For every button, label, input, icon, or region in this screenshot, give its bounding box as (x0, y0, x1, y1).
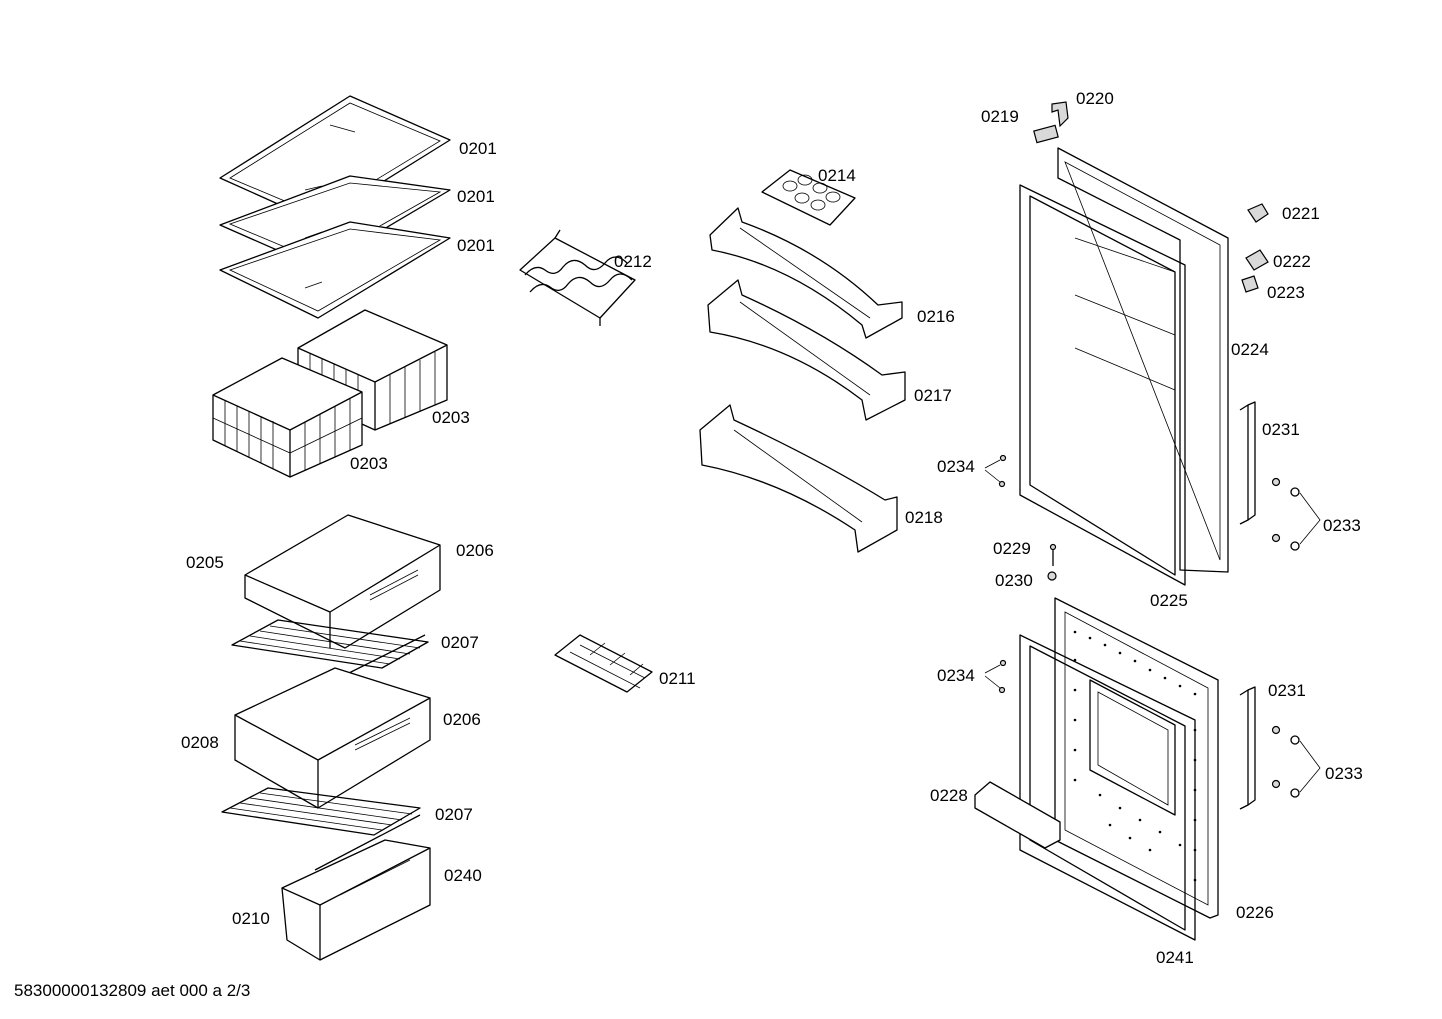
part-label: 0222 (1273, 252, 1311, 271)
part-label: 0203 (432, 408, 470, 427)
hinge-bracket[interactable] (1245, 249, 1269, 271)
lower-door-panel[interactable] (974, 781, 1061, 849)
part-label: 0210 (232, 909, 270, 928)
part-label: 0218 (905, 508, 943, 527)
part-label: 0211 (659, 669, 696, 688)
part-label: 0201 (459, 139, 497, 158)
part-label: 0229 (993, 539, 1031, 558)
part-label: 0225 (1150, 591, 1188, 610)
part-label: 0231 (1268, 681, 1306, 700)
hinge-cover[interactable] (1033, 124, 1059, 144)
part-label: 0206 (443, 710, 481, 729)
part-label: 0231 (1262, 420, 1300, 439)
part-label: 0233 (1323, 516, 1361, 535)
hinge-top[interactable] (1051, 101, 1069, 128)
part-label: 0214 (818, 166, 856, 185)
screws-lower-left[interactable] (984, 659, 1007, 694)
drawer-bottom[interactable] (281, 839, 431, 961)
part-label: 0205 (186, 553, 224, 572)
part-label: 0220 (1076, 89, 1114, 108)
part-label: 0224 (1231, 340, 1269, 359)
door-shelf-bottle[interactable] (699, 404, 898, 553)
upper-door[interactable] (1057, 147, 1229, 573)
part-label: 0216 (917, 307, 955, 326)
part-label: 0219 (981, 107, 1019, 126)
part-label: 0240 (444, 866, 482, 885)
wire-basket-front[interactable] (212, 357, 363, 478)
door-shelf-upper[interactable] (709, 207, 903, 339)
screw[interactable] (1049, 543, 1057, 567)
part-labels: 0201 0201 0201 0203 0203 0212 0214 0216 … (181, 89, 1363, 967)
screws-upper-left[interactable] (984, 454, 1007, 488)
document-id: 58300000132809 aet 000 a 2/3 (14, 981, 251, 1000)
upper-door-gasket[interactable] (1019, 184, 1186, 586)
glass-shelf-bottom[interactable] (219, 221, 451, 319)
part-label: 0207 (441, 633, 479, 652)
part-label: 0233 (1325, 764, 1363, 783)
part-label: 0223 (1267, 283, 1305, 302)
part-label: 0212 (614, 252, 652, 271)
door-handle-lower[interactable] (1239, 686, 1256, 810)
hinge-pin[interactable] (1247, 203, 1269, 223)
screws-lower-right[interactable] (1271, 725, 1321, 798)
part-label: 0217 (914, 386, 952, 405)
part-label: 0206 (456, 541, 494, 560)
door-handle-upper[interactable] (1239, 401, 1256, 525)
wire-rack-lower[interactable] (221, 787, 421, 871)
lower-door[interactable] (1054, 597, 1219, 919)
part-label: 0241 (1156, 948, 1194, 967)
egg-tray[interactable] (761, 169, 856, 226)
part-label: 0201 (457, 236, 495, 255)
part-label: 0234 (937, 666, 975, 685)
drawer-upper[interactable] (244, 514, 441, 649)
lower-door-gasket[interactable] (1019, 634, 1196, 941)
door-shelf-middle[interactable] (707, 279, 906, 421)
screws-upper-right[interactable] (1271, 477, 1321, 551)
wine-rack[interactable] (519, 229, 636, 326)
part-label: 0228 (930, 786, 968, 805)
part-label: 0208 (181, 733, 219, 752)
part-label: 0226 (1236, 903, 1274, 922)
ice-cube-tray[interactable] (554, 634, 653, 693)
hinge-plate[interactable] (1241, 275, 1259, 293)
washer[interactable] (1047, 571, 1057, 581)
part-label: 0230 (995, 571, 1033, 590)
part-label: 0221 (1282, 204, 1320, 223)
part-label: 0203 (350, 454, 388, 473)
part-label: 0207 (435, 805, 473, 824)
part-label: 0201 (457, 187, 495, 206)
part-label: 0234 (937, 457, 975, 476)
drawer-middle[interactable] (234, 667, 431, 809)
